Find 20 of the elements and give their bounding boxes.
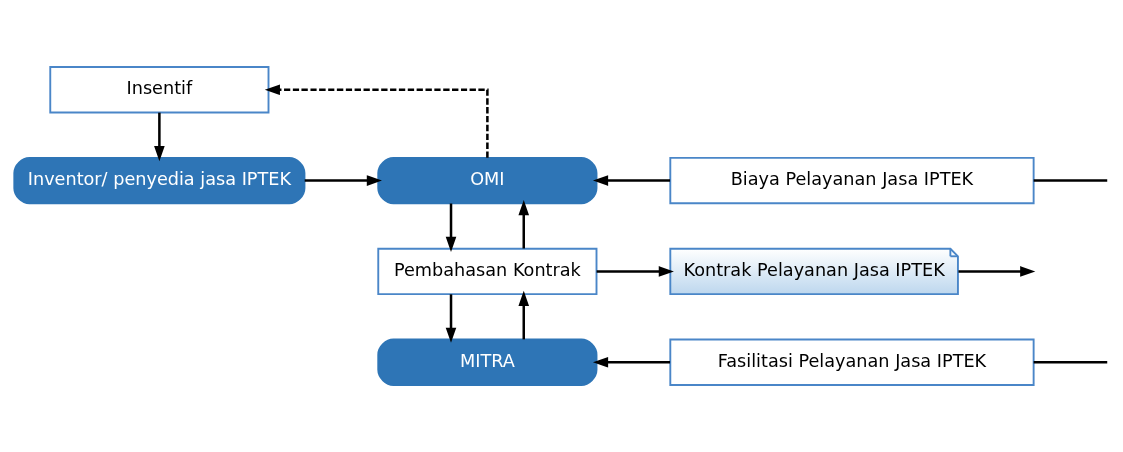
arrow [518, 290, 530, 340]
arrow [445, 294, 457, 343]
node-box: Biaya Pelayanan Jasa IPTEK [669, 156, 1035, 205]
node-box: OMI [377, 156, 598, 205]
arrow [596, 266, 674, 277]
arrow [154, 112, 165, 162]
connector [1033, 361, 1108, 364]
node-box: Insentif [49, 66, 270, 114]
node-box: MITRA [377, 338, 598, 386]
arrow [518, 200, 530, 249]
arrow [445, 203, 457, 252]
node-box: Pembahasan Kontrak [377, 247, 598, 296]
arrow [592, 356, 671, 368]
arrow [304, 175, 382, 186]
node-box: Fasilitasi Pelayanan Jasa IPTEK [669, 338, 1035, 386]
arrow [264, 84, 489, 158]
connector [1033, 179, 1108, 182]
arrow [592, 175, 671, 186]
node-box: Inventor/ penyedia jasa IPTEK [13, 156, 306, 205]
arrow [958, 266, 1036, 277]
